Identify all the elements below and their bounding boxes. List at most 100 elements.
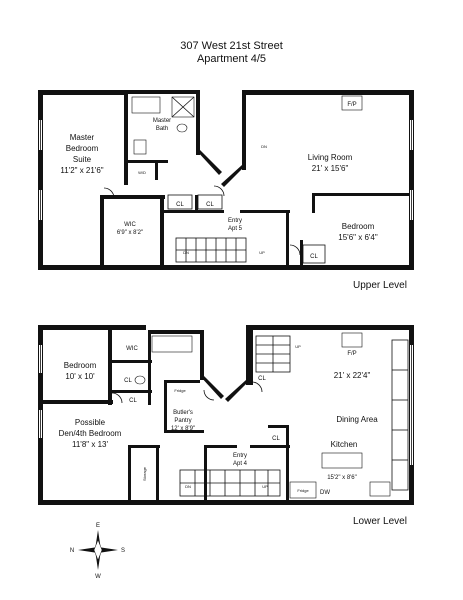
wall <box>242 90 246 170</box>
master-suite-label-1: Master <box>70 133 95 142</box>
upper-level-plan <box>38 90 414 270</box>
den-label-2: Den/4th Bedroom <box>59 429 122 438</box>
compass-west: W <box>95 574 101 580</box>
address-text: 307 West 21st Street <box>180 40 283 52</box>
plan-title: 307 West 21st Street Apartment 4/5 <box>0 40 463 66</box>
wall <box>155 160 158 180</box>
upper-entry-apt: Apt 5 <box>228 226 243 232</box>
wall <box>43 400 113 404</box>
compass-south: S <box>121 548 125 554</box>
wall <box>200 376 224 399</box>
upper-entry-label: Entry <box>228 218 242 224</box>
lower-entry-apt: Apt 4 <box>233 461 248 467</box>
upper-level-label: Upper Level <box>353 280 407 291</box>
kitchen-dimensions: 15'2" x 8'6" <box>327 475 357 481</box>
master-suite-label-2: Bedroom <box>66 144 99 153</box>
wall <box>164 380 200 383</box>
den-dimensions: 11'8" x 13' <box>72 440 108 449</box>
wall <box>112 390 152 393</box>
wall <box>164 430 204 433</box>
compass-east: E <box>96 523 100 529</box>
wall <box>240 210 290 213</box>
wall <box>200 330 204 380</box>
lower-level-plan <box>38 325 414 505</box>
wall <box>128 90 200 94</box>
wall <box>221 165 246 187</box>
apartment-text: Apartment 4/5 <box>196 53 267 65</box>
wall <box>156 445 159 500</box>
wall <box>204 445 207 500</box>
kitchen-label: Kitchen <box>331 440 358 449</box>
wall <box>164 380 167 430</box>
wall <box>250 330 253 385</box>
wall <box>250 325 414 330</box>
master-suite-dimensions: 11'2" x 21'6" <box>60 166 103 175</box>
lower-stairs <box>179 335 291 497</box>
upper-stairs <box>175 237 247 263</box>
wall <box>38 90 43 270</box>
upper-bedroom-label: Bedroom <box>342 222 375 231</box>
lower-bedroom-label: Bedroom <box>64 361 97 370</box>
wall <box>112 360 152 363</box>
wall <box>128 160 168 163</box>
master-bath-label-2: Bath <box>156 126 168 132</box>
wall <box>38 500 414 505</box>
wall <box>148 330 151 405</box>
wall <box>38 265 414 270</box>
wall <box>100 195 104 265</box>
dining-area-label: Dining Area <box>336 415 378 424</box>
upper-fireplace-label: F/P <box>347 102 356 108</box>
wall <box>250 445 290 448</box>
dining-dimensions: 21' x 22'4" <box>334 371 371 380</box>
wall <box>164 210 224 213</box>
wall <box>268 425 288 428</box>
pantry-dimensions: 12' x 8'9" <box>171 426 195 432</box>
lower-stair-up-label: UP <box>262 484 268 489</box>
washer-dryer-label: W/D <box>138 170 146 175</box>
lower-bedroom-dimensions: 10' x 10' <box>65 372 95 381</box>
pantry-label-2: Pantry <box>174 418 191 424</box>
lower-level-label: Lower Level <box>353 516 407 527</box>
wall <box>124 90 128 185</box>
compass-rose: E N S W <box>70 523 125 580</box>
lower-wic-label: WIC <box>126 346 138 352</box>
pantry-label-1: Butler's <box>173 410 193 416</box>
kitchen-fridge-label: Fridge <box>297 488 309 493</box>
lower-entry-label: Entry <box>233 453 247 459</box>
compass-north: N <box>70 548 74 554</box>
wall <box>300 240 303 265</box>
wall <box>242 90 414 95</box>
pantry-fridge-label: Fridge <box>174 388 186 393</box>
wall <box>409 90 414 270</box>
upper-closet-label: CL <box>206 202 214 208</box>
upper-wic-dimensions: 6'9" x 8'2" <box>117 230 143 236</box>
storage-label: Storage <box>142 466 147 481</box>
wall <box>100 195 165 199</box>
wall <box>196 90 200 155</box>
master-bath-label-1: Master <box>153 118 171 124</box>
dishwasher-label: DW <box>320 490 330 496</box>
upper-closet-label: CL <box>176 202 184 208</box>
wall <box>38 325 146 330</box>
wall <box>196 150 222 175</box>
living-stair-down-label: DN <box>261 144 267 149</box>
lower-closet-label: CL <box>129 398 137 404</box>
wall <box>160 195 164 265</box>
upper-bedroom-closet-label: CL <box>310 254 318 260</box>
wall <box>286 210 289 265</box>
wall <box>207 445 237 448</box>
upper-wic-label: WIC <box>124 222 136 228</box>
wall <box>225 380 250 402</box>
wall <box>312 193 410 196</box>
wall <box>128 445 131 500</box>
kitchen-closet-label: CL <box>272 436 280 442</box>
upper-stair-up-label: UP <box>259 250 265 255</box>
living-room-label: Living Room <box>308 153 353 162</box>
lower-main-closet-label: CL <box>258 376 266 382</box>
wall <box>195 195 198 210</box>
wall <box>128 445 160 448</box>
master-suite-label-3: Suite <box>73 155 92 164</box>
wall <box>246 325 250 385</box>
lower-stair-down-label: DN <box>185 484 191 489</box>
